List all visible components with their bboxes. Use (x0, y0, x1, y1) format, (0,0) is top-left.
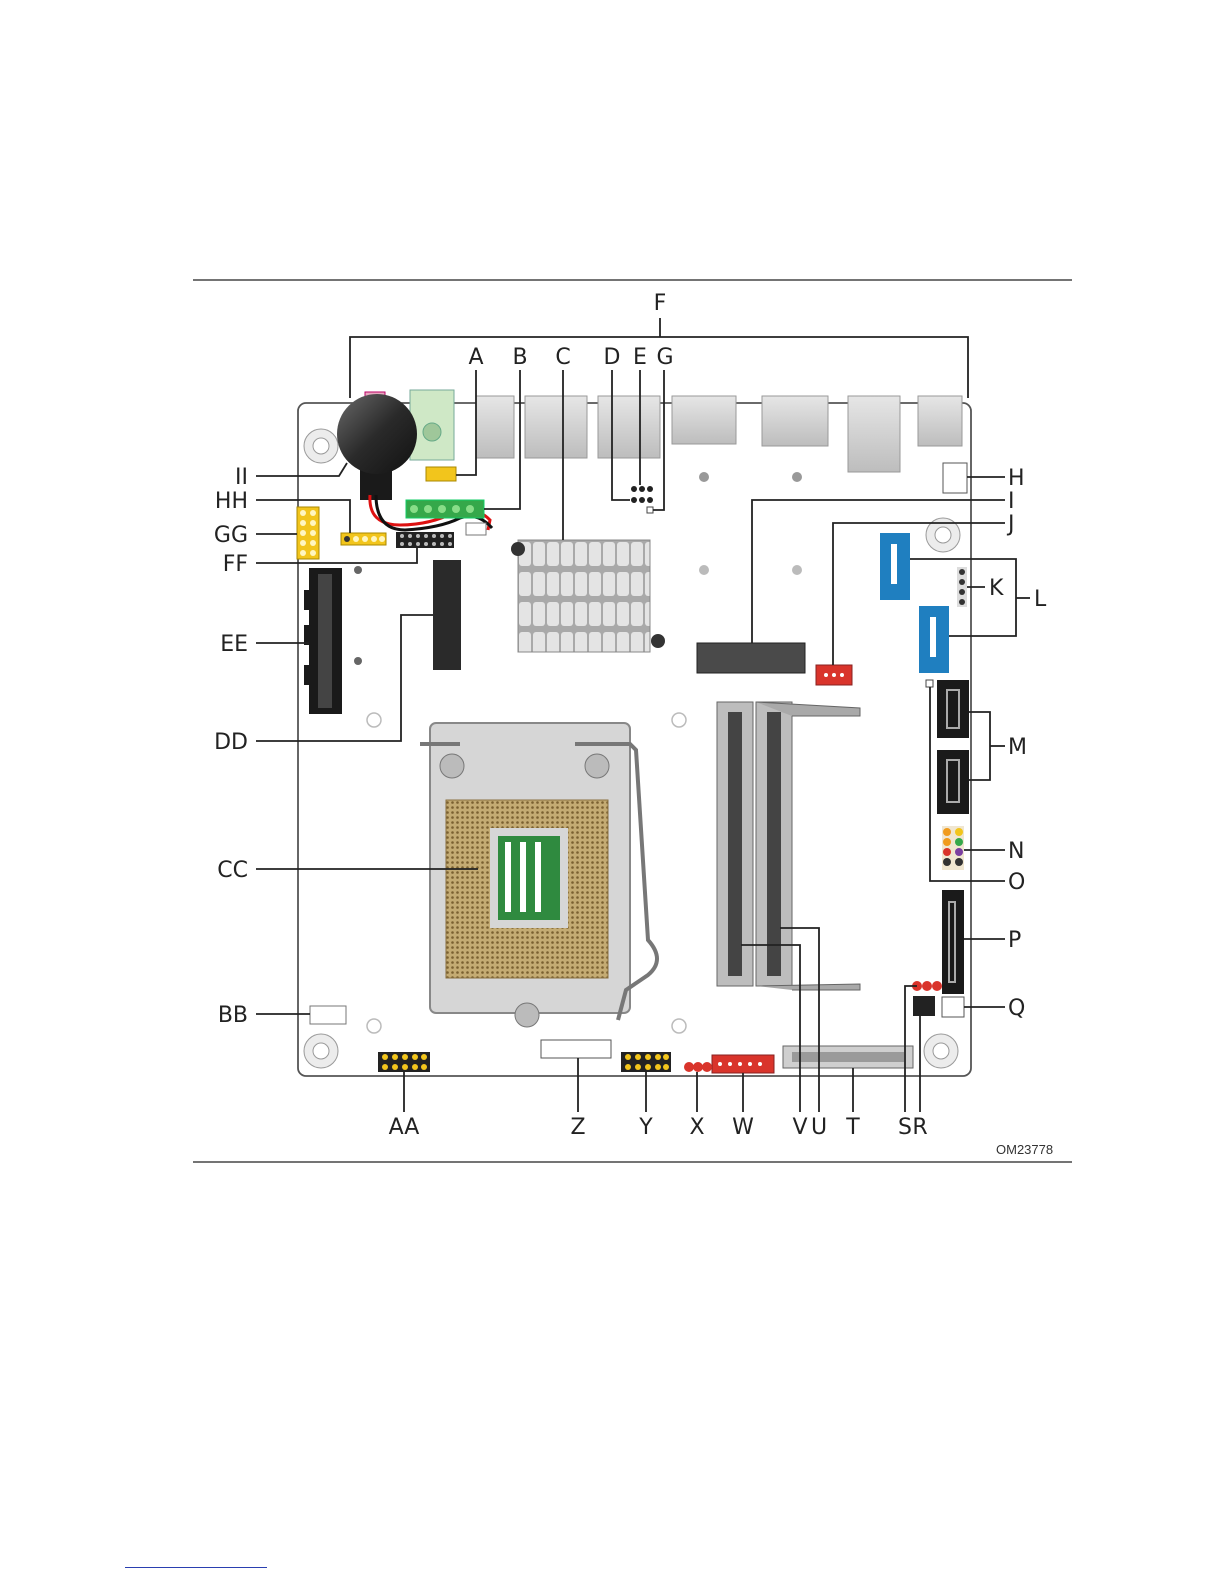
label-u: U (811, 1115, 827, 1140)
header-n (942, 826, 964, 870)
label-g: G (656, 345, 673, 370)
label-o: O (1008, 870, 1025, 895)
label-ff: FF (223, 552, 248, 577)
label-v: V (792, 1115, 807, 1140)
header-gg (297, 507, 319, 559)
cpu-socket (420, 723, 657, 1027)
pcie-slot (304, 568, 342, 714)
chipset-heatsink (511, 540, 665, 652)
connector-b-white (466, 523, 486, 535)
mounting-hole-br (924, 1034, 958, 1068)
label-ii: II (235, 465, 248, 490)
header-a (426, 467, 456, 481)
label-dd: DD (214, 730, 248, 755)
label-q: Q (1008, 996, 1025, 1021)
label-z: Z (570, 1115, 585, 1140)
label-n: N (1008, 839, 1024, 864)
label-m: M (1008, 735, 1027, 760)
label-x: X (689, 1115, 704, 1140)
label-a: A (468, 345, 483, 370)
connector-t (783, 1046, 913, 1068)
screw-4 (792, 565, 802, 575)
header-aa (378, 1052, 430, 1072)
label-cc: CC (217, 858, 248, 883)
label-w: W (732, 1115, 754, 1140)
label-k: K (989, 576, 1004, 601)
label-gg: GG (214, 523, 248, 548)
screw-6 (354, 657, 362, 665)
label-bb: BB (218, 1003, 248, 1028)
label-s: S (898, 1115, 912, 1140)
footnote-separator (125, 1567, 267, 1568)
label-ee: EE (220, 632, 248, 657)
connector-z (541, 1040, 611, 1058)
label-h: H (1008, 466, 1025, 491)
header-r (913, 996, 935, 1016)
header-bb (310, 1006, 346, 1024)
label-t: T (845, 1115, 860, 1140)
screw-1 (699, 472, 709, 482)
label-i: I (1008, 489, 1015, 514)
label-r: R (912, 1115, 927, 1140)
label-y: Y (638, 1115, 653, 1140)
fan-header-j (816, 665, 852, 685)
power-connector-h (943, 463, 967, 493)
header-hh (341, 533, 386, 545)
header-w (712, 1055, 774, 1073)
mounting-hole-bl (304, 1034, 338, 1068)
led-g (647, 507, 653, 513)
label-e: E (633, 345, 647, 370)
header-b-green (406, 500, 484, 518)
led-o (926, 680, 933, 687)
mini-pcie-slot (433, 560, 461, 670)
screw-2 (792, 472, 802, 482)
header-y (621, 1052, 671, 1072)
figure-code: OM23778 (996, 1142, 1053, 1157)
header-ff (396, 532, 454, 548)
m2-slot (697, 643, 805, 673)
label-p: P (1008, 928, 1021, 953)
label-f: F (654, 291, 667, 316)
label-j: J (1006, 512, 1015, 537)
header-x (684, 1062, 712, 1072)
label-hh: HH (215, 489, 248, 514)
label-l: L (1034, 587, 1047, 612)
label-d: D (604, 345, 621, 370)
header-k (957, 567, 967, 607)
screw-3 (699, 565, 709, 575)
mounting-hole-tl (304, 429, 338, 463)
label-aa: AA (389, 1115, 420, 1140)
jumper-d-e (630, 485, 654, 505)
header-q (942, 997, 964, 1017)
label-b: B (512, 345, 527, 370)
connector-p (942, 890, 964, 994)
label-c: C (555, 345, 570, 370)
screw-5 (354, 566, 362, 574)
